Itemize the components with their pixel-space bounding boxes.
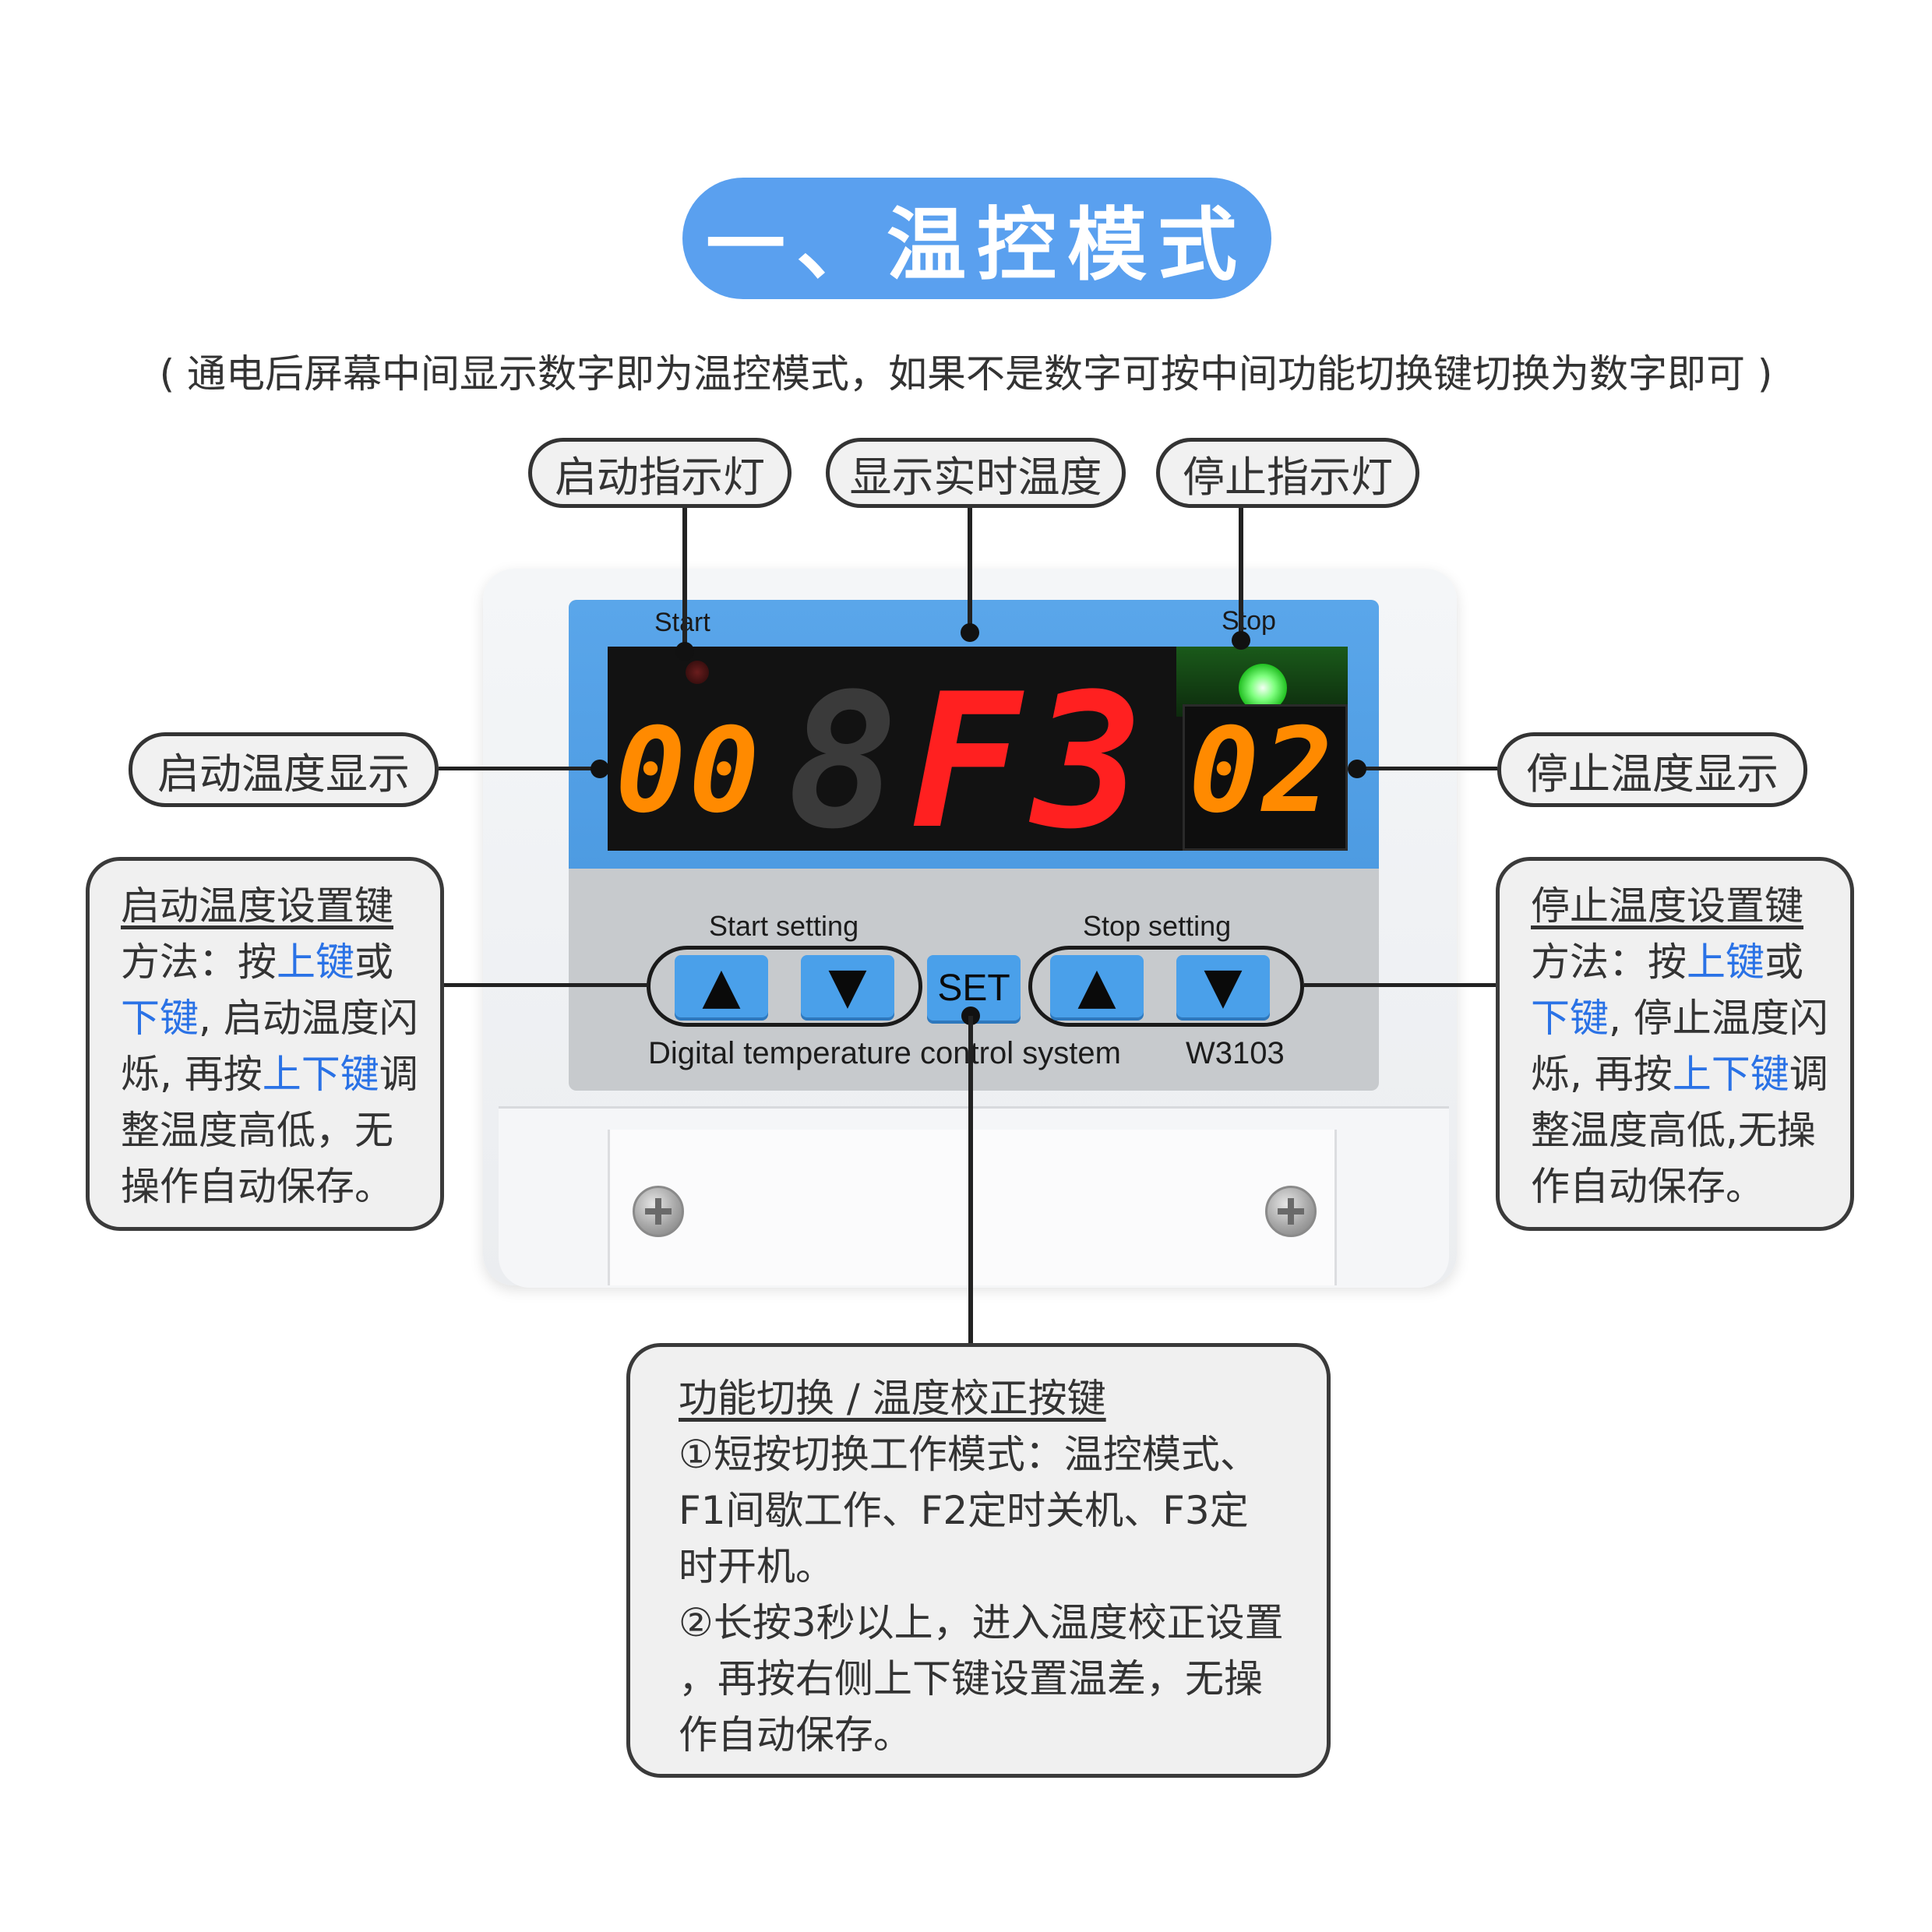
leader-start-temp [439, 767, 599, 770]
stop-setting-line: 下键, 停止温度闪 [1531, 996, 1828, 1041]
label-realtime-temp: 显示实时温度 [826, 438, 1126, 508]
stop-setting-heading: 停止温度设置键 [1531, 883, 1803, 929]
system-name: Digital temperature control system [648, 1036, 1121, 1070]
set-button-info: 功能切换 / 温度校正按键 ①短按切换工作模式：温控模式、 F1间歇工作、F2定… [626, 1343, 1331, 1778]
leader-set-button [968, 1016, 973, 1343]
label-stop-indicator: 停止指示灯 [1156, 438, 1419, 508]
up-arrow-icon: ▲ [1077, 957, 1116, 1015]
leader-start-setting [444, 983, 648, 987]
start-temp-digits: 00 [615, 703, 763, 839]
realtime-temp-digits: 8F3 [787, 670, 1155, 855]
set-info-heading: 功能切换 / 温度校正按键 [679, 1376, 1106, 1421]
leader-dot [1348, 760, 1366, 778]
start-down-button[interactable]: ▼ [801, 955, 894, 1017]
leader-realtime-temp [968, 508, 972, 633]
screw-right-icon [1265, 1186, 1317, 1237]
stop-setting-line: 烁, 再按上下键调 [1531, 1052, 1828, 1097]
realtime-temp-ghost-digit: 8 [787, 654, 910, 870]
stop-setting-button-group [1028, 946, 1304, 1027]
section-title: 一、温控模式 [682, 178, 1271, 299]
set-info-line: 时开机。 [679, 1544, 834, 1589]
subtitle: ( 通电后屏幕中间显示数字即为温控模式，如果不是数字可按中间功能切换键切换为数字… [159, 351, 1773, 397]
start-setting-line: 烁, 再按上下键调 [121, 1052, 418, 1097]
start-led-label: Start [654, 608, 710, 638]
label-start-indicator: 启动指示灯 [528, 438, 791, 508]
leader-dot [961, 623, 979, 642]
start-up-button[interactable]: ▲ [675, 955, 768, 1017]
realtime-temp-value: F3 [909, 654, 1155, 870]
start-setting-info: 启动温度设置键 方法：按上键或 下键, 启动温度闪 烁, 再按上下键调 整温度高… [86, 857, 444, 1231]
stop-setting-line: 方法：按上键或 [1531, 940, 1803, 985]
stop-up-button[interactable]: ▲ [1050, 955, 1144, 1017]
start-indicator-led [686, 661, 709, 684]
set-info-line: ①短按切换工作模式：温控模式、 [679, 1432, 1259, 1477]
set-info-line: ，再按右侧上下键设置温差，无操 [679, 1656, 1263, 1701]
leader-start-indicator [682, 508, 687, 648]
stop-setting-line: 整温度高低,无操 [1531, 1108, 1816, 1153]
up-arrow-icon: ▲ [702, 957, 741, 1015]
start-setting-line: 整温度高低，无 [121, 1108, 393, 1153]
start-setting-button-group [647, 946, 922, 1027]
stop-setting-info: 停止温度设置键 方法：按上键或 下键, 停止温度闪 烁, 再按上下键调 整温度高… [1496, 857, 1854, 1231]
model-number: W3103 [1186, 1036, 1285, 1070]
leader-dot [1232, 631, 1250, 650]
leader-stop-indicator [1239, 508, 1243, 640]
label-stop-temp-display: 停止温度显示 [1497, 732, 1807, 807]
stop-indicator-led [1239, 664, 1287, 712]
stop-temp-digits: 02 [1189, 703, 1336, 839]
down-arrow-icon: ▼ [1204, 957, 1243, 1015]
start-setting-line: 方法：按上键或 [121, 940, 393, 985]
start-setting-label: Start setting [709, 910, 859, 942]
leader-dot [591, 760, 609, 778]
set-info-line: F1间歇工作、F2定时关机、F3定 [679, 1488, 1249, 1533]
stop-led-label: Stop [1222, 606, 1276, 636]
leader-dot [675, 642, 694, 661]
label-start-temp-display: 启动温度显示 [129, 732, 439, 807]
start-setting-line: 操作自动保存。 [121, 1164, 393, 1209]
set-info-line: 作自动保存。 [679, 1712, 912, 1757]
start-setting-line: 下键, 启动温度闪 [121, 996, 418, 1041]
down-arrow-icon: ▼ [828, 957, 867, 1015]
set-info-line: ②长按3秒以上，进入温度校正设置 [679, 1600, 1284, 1645]
leader-stop-temp [1356, 767, 1497, 770]
screw-left-icon [633, 1186, 684, 1237]
stop-digits-window [1183, 704, 1348, 851]
stop-setting-line: 作自动保存。 [1531, 1164, 1765, 1209]
start-setting-heading: 启动温度设置键 [121, 883, 393, 929]
stop-setting-label: Stop setting [1083, 910, 1232, 942]
stop-down-button[interactable]: ▼ [1176, 955, 1270, 1017]
leader-stop-setting [1304, 983, 1496, 987]
